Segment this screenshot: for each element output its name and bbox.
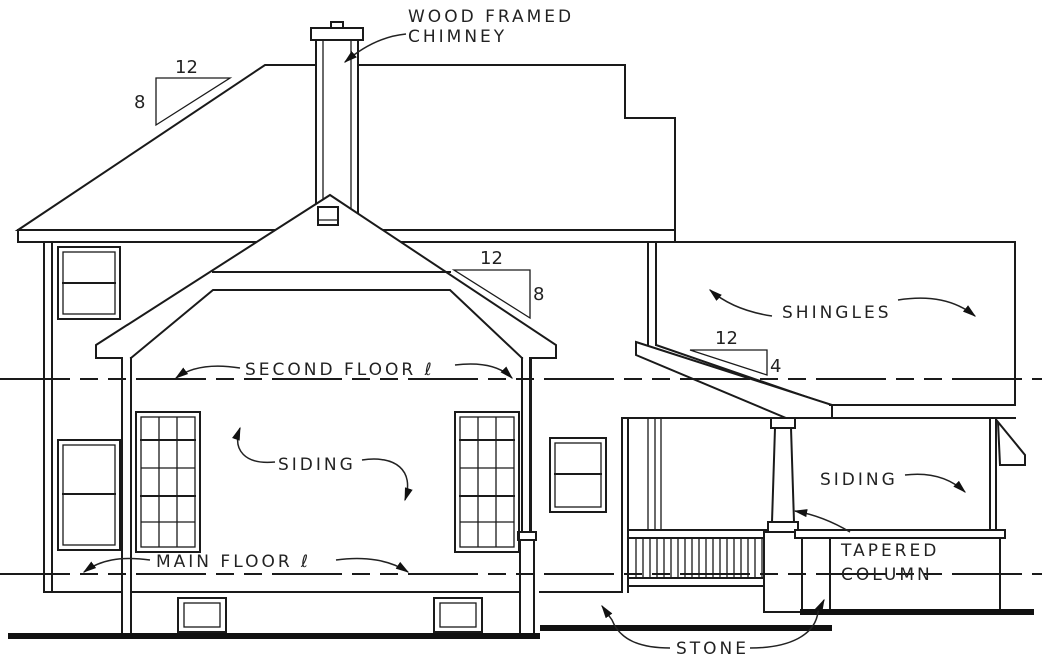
lower-left-window	[57, 439, 121, 551]
svg-text:SHINGLES: SHINGLES	[782, 303, 891, 323]
tapered-column	[763, 417, 803, 613]
pitch-symbol-porch-roof: 12 4	[689, 328, 781, 377]
svg-text:CHIMNEY: CHIMNEY	[408, 27, 507, 47]
gable-window-right	[454, 411, 520, 553]
pitch-rise: 4	[770, 356, 781, 377]
svg-text:MAIN FLOOR ℓ: MAIN FLOOR ℓ	[156, 552, 311, 572]
pitch-symbol-main-roof: 12 8	[134, 57, 233, 127]
pitch-rise: 8	[134, 92, 145, 113]
pitch-run: 12	[480, 248, 503, 269]
label-shingles: SHINGLES	[708, 289, 977, 323]
porch	[621, 417, 791, 593]
pitch-rise: 8	[533, 284, 544, 305]
downspout	[517, 357, 537, 636]
gable-window-left	[135, 411, 201, 553]
chimney	[310, 21, 364, 219]
svg-text:SIDING: SIDING	[820, 470, 898, 490]
foundation-vent-left	[177, 597, 227, 633]
middle-wall-window	[539, 437, 621, 593]
pitch-run: 12	[175, 57, 198, 78]
foundation-vent-right	[433, 597, 483, 633]
upper-left-window	[57, 246, 121, 320]
label-stone: STONE	[601, 598, 825, 659]
label-tapered-column: TAPERED COLUMN	[793, 509, 939, 585]
label-siding-left: SIDING	[232, 426, 413, 502]
svg-text:WOOD FRAMED: WOOD FRAMED	[408, 7, 574, 27]
pitch-run: 12	[715, 328, 738, 349]
label-main-floor: MAIN FLOOR ℓ	[82, 552, 410, 573]
svg-text:SIDING: SIDING	[278, 455, 356, 475]
svg-text:TAPERED: TAPERED	[840, 541, 939, 561]
label-wood-framed-chimney: WOOD FRAMED CHIMNEY	[343, 7, 574, 63]
svg-text:SECOND FLOOR ℓ: SECOND FLOOR ℓ	[245, 360, 435, 380]
label-siding-right: SIDING	[820, 470, 966, 493]
ground-line	[8, 609, 1034, 639]
svg-text:COLUMN: COLUMN	[841, 565, 933, 585]
pitch-symbol-gable-roof: 12 8	[451, 248, 544, 320]
svg-text:STONE: STONE	[676, 639, 749, 659]
label-second-floor: SECOND FLOOR ℓ	[174, 360, 513, 380]
